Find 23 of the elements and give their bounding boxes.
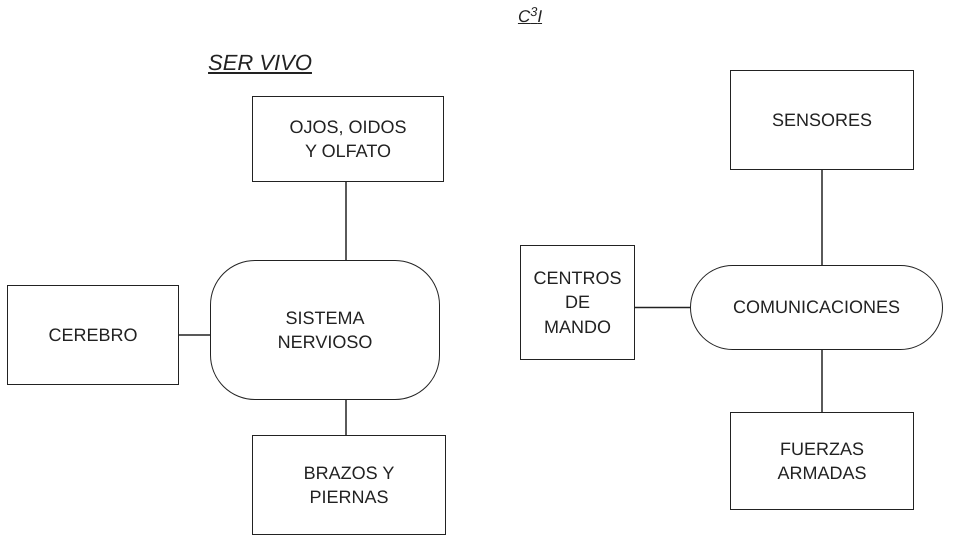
process-box [252,435,446,535]
process-box [7,285,179,385]
node-label: OJOS, OIDOS Y OLFATO [288,116,408,163]
node-label: CENTROS DE MANDO [532,267,622,339]
connector-line [345,400,347,435]
node-label: FUERZAS ARMADAS [776,438,868,485]
connector-line [821,350,823,412]
rounded-node [210,260,440,400]
node-label: CEREBRO [48,324,138,347]
process-box [730,412,914,510]
process-box [252,96,444,182]
process-box [730,70,914,170]
node-label: COMUNICACIONES [732,296,900,320]
connector-line [179,334,210,336]
section-heading: C$^{3}$I [516,4,544,28]
process-box [520,245,635,360]
section-heading: SER VIVO [207,49,313,77]
connector-line [821,170,823,265]
connector-line [635,306,690,308]
node-label: BRAZOS Y PIERNAS [302,462,396,509]
node-label: SISTEMA NERVIOSO [276,306,374,354]
connector-line [345,182,347,260]
node-label: SENSORES [772,108,872,132]
